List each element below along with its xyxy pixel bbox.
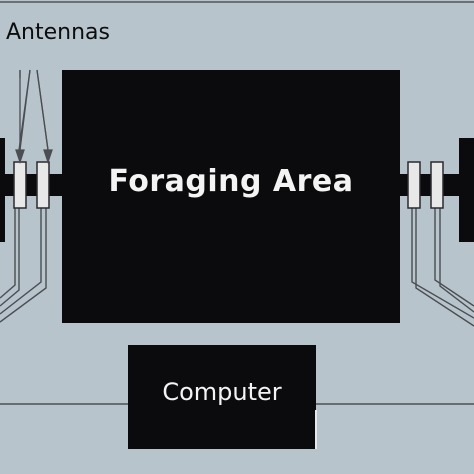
- left-antenna-2: [36, 161, 50, 209]
- right-nest-box: [459, 138, 474, 242]
- antennas-label: Antennas: [6, 20, 110, 45]
- left-nest-box: [0, 138, 5, 242]
- computer-label: Computer: [162, 378, 282, 406]
- left-tube: [0, 174, 64, 196]
- right-antenna-1: [407, 161, 421, 209]
- antenna-pointer-arrows: [15, 69, 53, 165]
- left-wires: [0, 208, 47, 323]
- foraging-area-label: Foraging Area: [108, 164, 354, 199]
- antenna-pointer-lines: [19, 69, 49, 151]
- foraging-area-box: [62, 70, 400, 323]
- right-wires: [411, 208, 474, 327]
- computer-box: [128, 345, 316, 449]
- left-antenna-1: [13, 161, 27, 209]
- right-antenna-2: [430, 161, 444, 209]
